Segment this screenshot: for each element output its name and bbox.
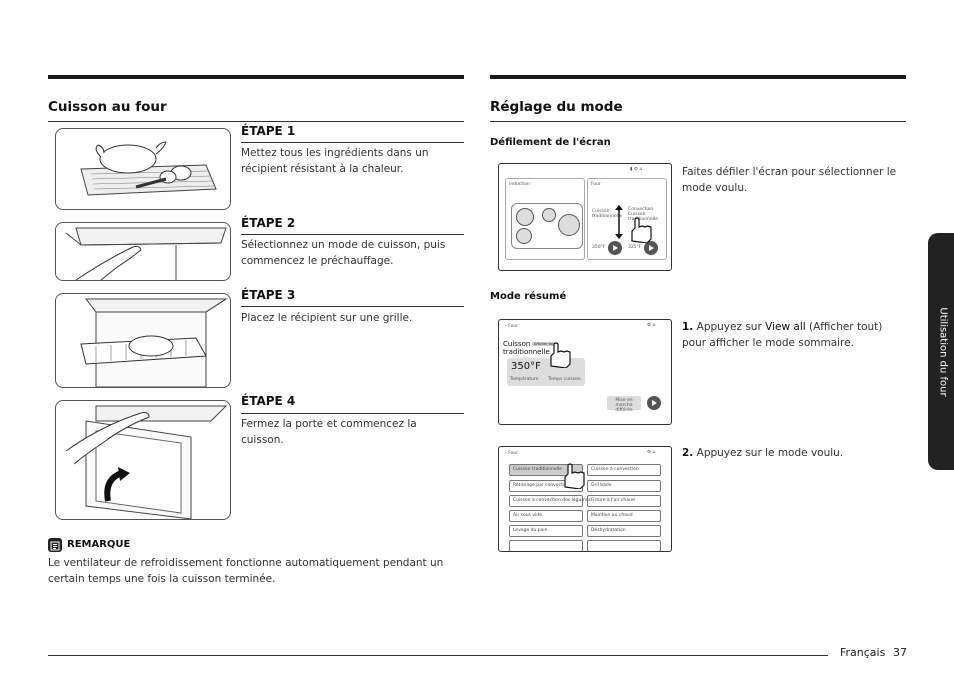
- note-text: Le ventilateur de refroidissement foncti…: [48, 557, 444, 585]
- summary-four-label[interactable]: ‹ Four: [505, 324, 519, 329]
- select-step2-text: Appuyez sur le mode voulu.: [696, 447, 844, 459]
- step1-text: Mettez tous les ingrédients dans un réci…: [241, 147, 429, 175]
- left-title-rule: [48, 121, 464, 122]
- mode-item-right-0[interactable]: Cuisson à convection: [587, 464, 661, 476]
- summary-status-icons: ⚙ ⌂: [647, 323, 656, 328]
- footer-rule: [48, 655, 828, 656]
- side-tab-label: Utilisation du four: [937, 306, 949, 397]
- summary-step1-number: 1.: [682, 321, 694, 333]
- view-all-badge[interactable]: Afficher tout: [532, 342, 558, 346]
- side-chapter-tab: Utilisation du four: [928, 233, 954, 470]
- note-label: REMARQUE: [67, 539, 131, 550]
- scroll-subtitle: Défilement de l'écran: [490, 137, 611, 148]
- cooktop-graphic: [511, 203, 583, 249]
- four-label: Four: [591, 182, 601, 187]
- summary-screen: ‹ Four ⚙ ⌂ Cuisson traditionnelle Affich…: [498, 319, 672, 425]
- play-button-2[interactable]: [644, 241, 658, 255]
- select-status-icons: ⚙ ⌂: [647, 450, 656, 455]
- summary-temp: 350°F: [511, 361, 541, 372]
- scroll-arrow-icon: [615, 205, 623, 239]
- mode-item-right-5[interactable]: [587, 540, 661, 551]
- temp2-label: 325°F: [628, 245, 642, 250]
- step3-illustration: [55, 293, 231, 388]
- step4-rule: [241, 413, 464, 414]
- left-header-bar: [48, 75, 464, 79]
- step4-text: Fermez la porte et commencez la cuisson.: [241, 418, 417, 446]
- hand-pointer-icon-2: [550, 342, 571, 368]
- summary-mode-label: Cuisson traditionnelle: [503, 340, 550, 356]
- left-section-title: Cuisson au four: [48, 99, 167, 115]
- step3-text: Placez le récipient sur une grille.: [241, 312, 413, 324]
- step3-rule: [241, 306, 464, 307]
- step2-rule: [241, 234, 464, 235]
- step1-illustration: [55, 128, 231, 210]
- mode-item-right-3[interactable]: Maintien au chaud: [587, 510, 661, 522]
- page-number: 37: [893, 646, 907, 659]
- summary-temp-box[interactable]: 350°F Température Temps cuisson: [507, 358, 585, 386]
- hand-pointer-icon: [631, 217, 652, 243]
- scroll-text: Faites défiler l'écran pour sélectionner…: [682, 166, 897, 194]
- scroll-screen: ▮ ⚙ ⌂ Induction Four Cuisson traditionne…: [498, 163, 672, 271]
- mode-item-left-0[interactable]: Cuisson traditionnelle: [509, 464, 583, 476]
- step4-illustration: [55, 400, 231, 520]
- mode-item-left-5[interactable]: [509, 540, 583, 551]
- scroll-status-icons: ▮ ⚙ ⌂: [630, 167, 643, 172]
- step2-illustration: [55, 222, 231, 281]
- hand-pointer-icon-3: [564, 463, 585, 489]
- induction-label: Induction: [509, 182, 530, 187]
- select-screen: ‹ Four ⚙ ⌂ Cuisson traditionnelle Rôtiss…: [498, 446, 672, 552]
- summary-temp-label: Température: [510, 377, 539, 382]
- step1-rule: [241, 142, 464, 143]
- summary-subtitle: Mode résumé: [490, 291, 567, 302]
- note-icon: [48, 538, 62, 552]
- mode-item-right-1[interactable]: Gril bade: [587, 480, 661, 492]
- temp1-label: 350°F: [592, 245, 606, 250]
- step1-label: ÉTAPE 1: [241, 124, 296, 138]
- select-step2-number: 2.: [682, 447, 694, 459]
- step4-label: ÉTAPE 4: [241, 394, 296, 408]
- play-button-1[interactable]: [608, 241, 622, 255]
- right-header-bar: [490, 75, 906, 79]
- select-four-label[interactable]: ‹ Four: [505, 451, 519, 456]
- view-all-link[interactable]: View all: [765, 321, 806, 333]
- summary-time-label: Temps cuisson: [548, 377, 581, 382]
- mode-item-left-4[interactable]: Levage du pain: [509, 525, 583, 537]
- induction-panel[interactable]: Induction: [505, 178, 585, 260]
- summary-step1: 1. Appuyez sur View all (Afficher tout) …: [682, 320, 902, 351]
- mode-item-right-4[interactable]: Déshydratation: [587, 525, 661, 537]
- mode-item-right-2[interactable]: Friture à l'air chaud: [587, 495, 661, 507]
- cuisson-label: Cuisson traditionnelle: [592, 209, 622, 219]
- step2-label: ÉTAPE 2: [241, 216, 296, 230]
- summary-play-button[interactable]: [647, 396, 661, 410]
- select-step2: 2. Appuyez sur le mode voulu.: [682, 446, 902, 462]
- delayed-start-label: Mise en marche différée: [615, 398, 633, 413]
- mode-item-left-2[interactable]: Cuisson à convection des légumes: [509, 495, 591, 507]
- mode-item-left-3[interactable]: Air sous vide: [509, 510, 583, 522]
- four-panel[interactable]: Four Cuisson traditionnelle Convection C…: [587, 178, 667, 260]
- summary-step1-post: (Afficher tout) pour afficher le mode so…: [682, 321, 883, 349]
- delayed-start-button[interactable]: Mise en marche différée: [607, 396, 641, 413]
- step2-text: Sélectionnez un mode de cuisson, puis co…: [241, 239, 446, 267]
- right-section-title: Réglage du mode: [490, 99, 623, 115]
- convection-label: Convection Cuisson traditionnelle: [628, 207, 658, 222]
- footer-language: Français: [840, 646, 886, 659]
- summary-step1-pre: Appuyez sur: [696, 321, 766, 333]
- step3-label: ÉTAPE 3: [241, 288, 296, 302]
- right-title-rule: [490, 121, 906, 122]
